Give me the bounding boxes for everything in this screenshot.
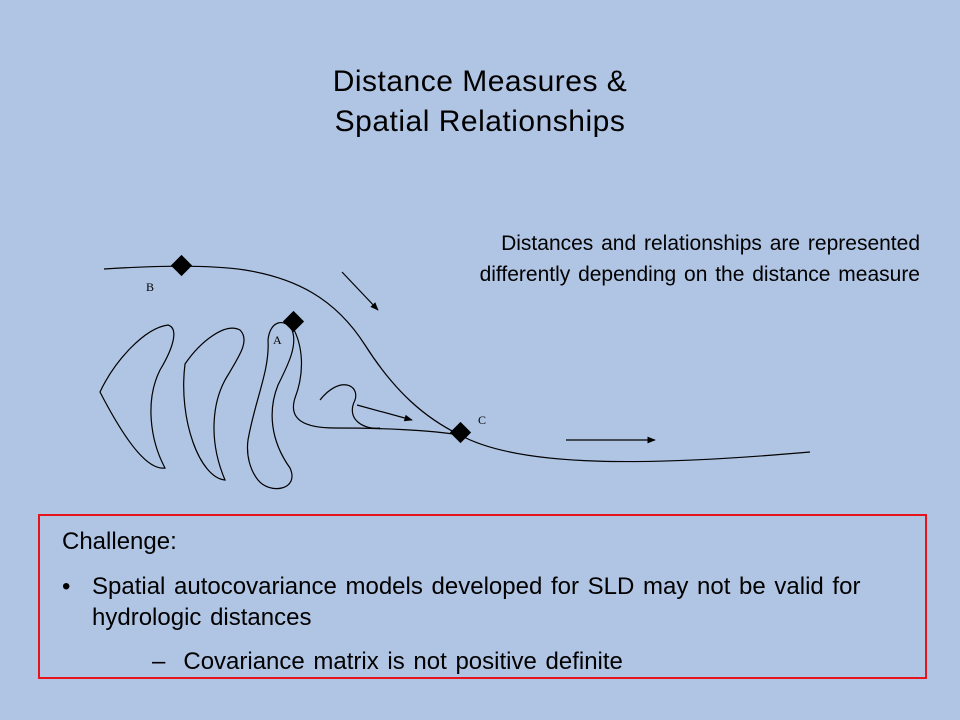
- site-a-label: A: [273, 333, 282, 347]
- site-b-marker: [170, 254, 193, 277]
- bullet-marker: •: [62, 573, 71, 600]
- challenge-sub-bullet: –Covariance matrix is not positive defin…: [152, 646, 623, 677]
- title-line-1: Distance Measures &: [332, 65, 628, 98]
- tributary-loop-4: [319, 384, 381, 429]
- site-c-marker: [449, 421, 472, 444]
- flow-arrow-1: [341, 271, 379, 311]
- site-c-label: C: [478, 413, 486, 427]
- challenge-bullet: • Spatial autocovariance models develope…: [62, 571, 882, 633]
- tributary-a-to-c: [291, 325, 461, 436]
- challenge-bullet-text: Spatial autocovariance models developed …: [92, 573, 861, 631]
- title-line-2: Spatial Relationships: [334, 105, 626, 138]
- main-stream-line: [103, 265, 811, 463]
- flow-arrow-2: [356, 404, 413, 422]
- sub-bullet-marker: –: [152, 648, 166, 675]
- challenge-box: Challenge: • Spatial autocovariance mode…: [38, 514, 927, 679]
- tributary-loop-2: [183, 327, 245, 481]
- distance-note: Distances and relationships are represen…: [479, 232, 920, 286]
- challenge-sub-text: Covariance matrix is not positive defini…: [183, 648, 623, 675]
- tributary-loop-1: [99, 324, 175, 469]
- site-a-marker: [282, 310, 305, 333]
- site-b-label: B: [146, 280, 154, 294]
- slide-title: Distance Measures & Spatial Relationship…: [0, 62, 960, 142]
- tributary-loop-3: [246, 322, 295, 490]
- challenge-heading: Challenge:: [62, 528, 177, 555]
